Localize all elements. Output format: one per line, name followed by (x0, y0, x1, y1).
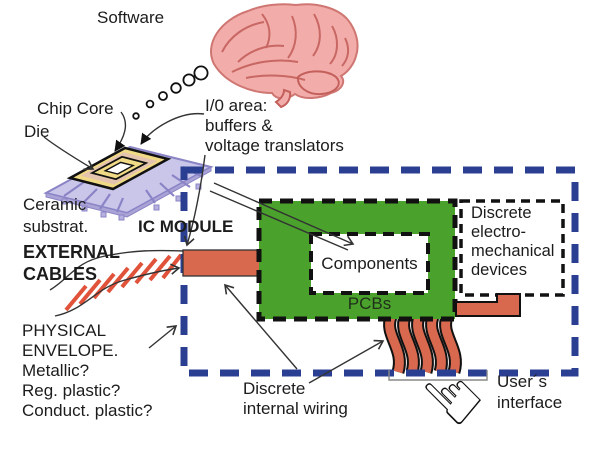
internal-wiring-line-1: Discrete (243, 379, 306, 398)
physical-envelope-line-2: ENVELOPE. (22, 341, 119, 360)
discrete-devices-box (459, 199, 565, 297)
components-box (309, 232, 430, 295)
user-interface-bracket (388, 370, 488, 381)
chip-core-label: Chip Core (37, 99, 114, 118)
brain-icon (210, 3, 359, 109)
ceramic-line-1: Ceramic (23, 195, 87, 214)
discrete-devices-line-2: electro- (471, 223, 527, 241)
external-cables-line-1: EXTERNAL (23, 242, 121, 262)
discrete-devices-line-1: Discrete (471, 204, 532, 222)
users-interface-label: User´s interface (497, 371, 562, 413)
external-cable-drawing (49, 249, 185, 317)
physical-envelope-line-1: PHYSICAL (22, 321, 107, 340)
ic-module-label: IC MODULE (138, 217, 234, 236)
internal-wiring-label: Discrete internal wiring (243, 379, 348, 419)
annotation-arrows (43, 111, 385, 384)
io-area-line-1: I/0 area: (205, 96, 268, 115)
ceramic-substrate-label: Ceramic substrat. (23, 194, 88, 238)
io-area-line-2: buffers & (205, 116, 273, 135)
external-cables-line-2: CABLES (23, 264, 98, 284)
pcbs-label: PCBs (347, 294, 392, 313)
physical-envelope-line-3: Metallic? (22, 361, 90, 380)
io-area-line-3: voltage translators (205, 136, 344, 155)
chip-package-icon (43, 145, 214, 221)
thought-dots-icon (132, 65, 209, 120)
die-label: Die (24, 122, 50, 141)
users-interface-line-1: User´s (497, 372, 548, 391)
software-label: Software (97, 8, 165, 27)
pcb-devices-connector (455, 293, 521, 317)
discrete-devices-label: Discrete electro- mechanical devices (471, 204, 554, 280)
ceramic-line-2: substrat. (23, 217, 89, 236)
io-area-label: I/0 area: buffers & voltage translators (205, 96, 344, 156)
external-cables-label: EXTERNAL CABLES (23, 241, 120, 285)
physical-envelope-line-5: Conduct. plastic? (22, 401, 153, 420)
components-label: Components (321, 253, 418, 273)
users-interface-line-2: interface (497, 393, 563, 412)
ribbon-cables (383, 314, 462, 374)
discrete-devices-line-3: mechanical (471, 242, 555, 260)
physical-envelope-label: PHYSICAL ENVELOPE. Metallic? Reg. plasti… (22, 321, 152, 421)
physical-envelope-line-4: Reg. plastic? (22, 381, 121, 400)
ic-module-block (182, 249, 261, 277)
internal-wiring-line-2: internal wiring (243, 399, 348, 418)
discrete-devices-line-4: devices (471, 261, 527, 279)
